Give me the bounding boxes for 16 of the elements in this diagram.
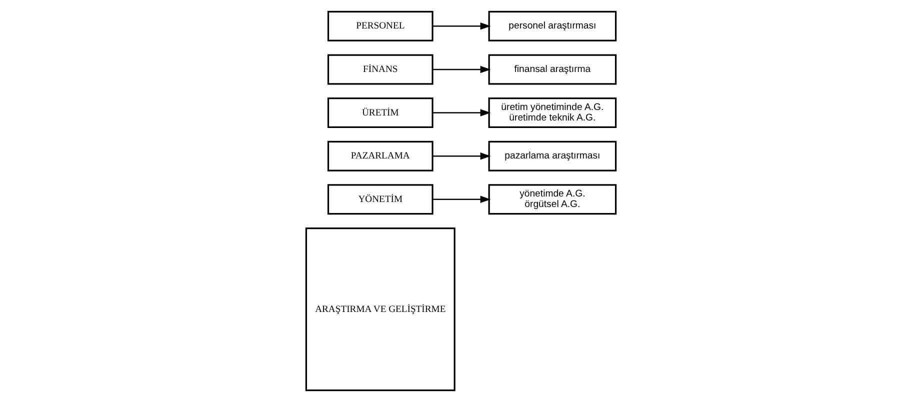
arrow (432, 152, 490, 160)
arrow (432, 66, 490, 74)
node-box: YÖNETİM (326, 184, 433, 215)
node-box: personel araştırması (488, 10, 616, 42)
node-box: ARAŞTIRMA VE GELİŞTİRME (304, 227, 455, 392)
arrow (432, 22, 490, 30)
node-box: finansal araştırma (488, 54, 616, 85)
node-box: PAZARLAMA (326, 140, 433, 172)
node-box: PERSONEL (326, 10, 433, 42)
arrow (432, 196, 490, 204)
node-box: ÜRETİM (326, 98, 433, 128)
node-box: FİNANS (326, 54, 433, 85)
node-box: üretim yönetiminde A.G. üretimde teknik A.G. (488, 98, 616, 128)
node-box: yönetimde A.G. örgütsel A.G. (488, 184, 616, 215)
arrow (432, 109, 490, 116)
node-box: pazarlama araştırması (488, 140, 616, 172)
